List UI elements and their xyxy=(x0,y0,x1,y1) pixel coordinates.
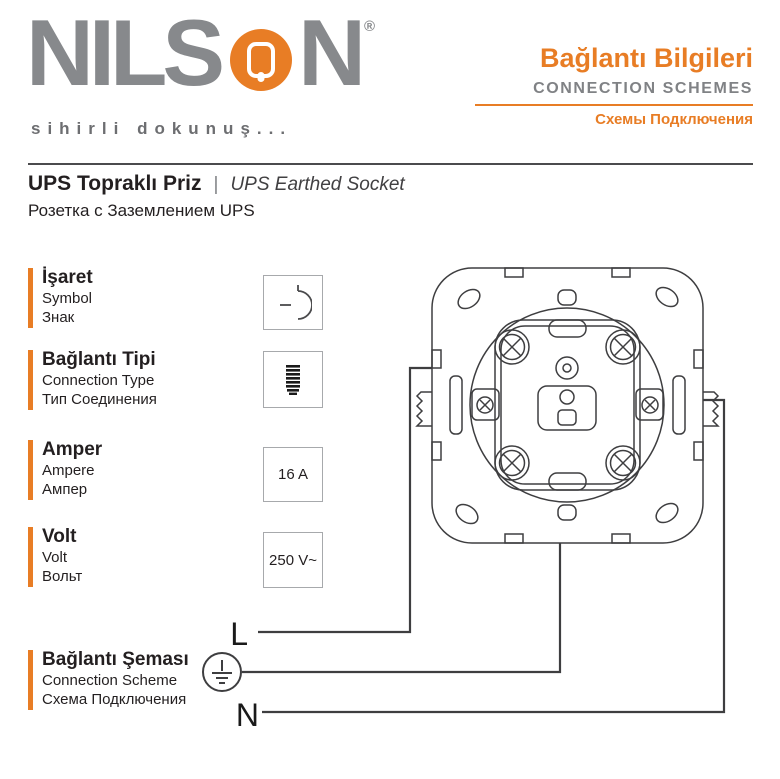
spec-row-ampere: Amper Ampere Ампер xyxy=(28,439,103,500)
logo-o-icon xyxy=(230,29,293,91)
screw-thread-icon xyxy=(286,364,300,395)
logo-text-left: NILS xyxy=(26,0,225,105)
orange-accent-bar xyxy=(28,440,33,500)
product-title: UPS Topraklı Priz | UPS Earthed Socket xyxy=(28,172,405,196)
spec-label-en: Volt xyxy=(42,548,68,566)
header-block: Bağlantı Bilgileri CONNECTION SCHEMES Сх… xyxy=(475,43,753,128)
live-label: L xyxy=(230,616,248,652)
spec-label-en: Symbol xyxy=(42,289,93,307)
spec-row-connection-type: Bağlantı Tipi Connection Type Тип Соедин… xyxy=(28,349,157,410)
orange-accent-bar xyxy=(28,527,33,587)
earth-wire xyxy=(242,543,562,674)
spec-label-ru: Ампер xyxy=(42,481,88,499)
header-accent-line xyxy=(475,103,753,106)
header-title-en: CONNECTION SCHEMES xyxy=(533,79,753,97)
spec-label-tr: Bağlantı Şeması xyxy=(42,649,189,670)
logo-text-right: N xyxy=(298,0,366,105)
spec-label-en: Ampere xyxy=(42,461,95,479)
orange-accent-bar xyxy=(28,650,33,710)
left-claw xyxy=(415,391,432,427)
registered-mark: ® xyxy=(364,18,376,35)
logo-switch-dot-icon xyxy=(257,72,265,82)
product-title-ru: Розетка с Заземлением UPS xyxy=(28,201,255,220)
header-title-tr: Bağlantı Bilgileri xyxy=(539,43,753,73)
spec-label-ru: Тип Соединения xyxy=(42,391,157,409)
ampere-value: 16 A xyxy=(277,466,309,483)
spec-label-tr: Volt xyxy=(42,526,77,547)
header-title-ru: Схемы Подключения xyxy=(595,110,753,128)
ampere-value-box: 16 A xyxy=(263,447,323,502)
nilson-logo: NILS N ® xyxy=(26,6,375,100)
spec-label-tr: Amper xyxy=(42,439,103,460)
product-title-en: UPS Earthed Socket xyxy=(230,174,405,195)
spec-row-connection-scheme: Bağlantı Şeması Connection Scheme Схема … xyxy=(28,649,189,710)
live-wire xyxy=(258,366,432,634)
logo-tagline: sihirli dokunuş... xyxy=(31,119,293,138)
spec-label-ru: Вольт xyxy=(42,568,83,586)
spec-label-en: Connection Scheme xyxy=(42,671,178,689)
product-title-tr: UPS Topraklı Priz xyxy=(28,172,202,195)
orange-accent-bar xyxy=(28,350,33,410)
earth-ground-icon xyxy=(202,652,242,692)
spec-label-ru: Схема Подключения xyxy=(42,691,187,709)
spec-label-tr: İşaret xyxy=(42,267,93,288)
spec-label-tr: Bağlantı Tipi xyxy=(42,349,156,370)
spec-label-ru: Знак xyxy=(42,309,75,327)
connection-type-value-box xyxy=(263,351,323,408)
volt-value-box: 250 V~ xyxy=(263,532,323,588)
neutral-wire xyxy=(262,398,726,714)
connection-scheme-diagram: L N xyxy=(202,267,726,733)
volt-value: 250 V~ xyxy=(269,551,317,569)
product-title-separator: | xyxy=(213,174,219,195)
symbol-value-box xyxy=(263,275,323,330)
orange-accent-bar xyxy=(28,268,33,328)
section-divider xyxy=(28,163,753,165)
wiring-lines xyxy=(242,366,726,714)
neutral-label: N xyxy=(236,697,259,733)
socket-symbol-icon xyxy=(280,284,312,320)
spec-row-volt: Volt Volt Вольт xyxy=(28,526,83,587)
right-claw xyxy=(703,391,720,427)
socket-mechanism-drawing xyxy=(415,267,720,544)
spec-row-symbol: İşaret Symbol Знак xyxy=(28,267,93,328)
spec-label-en: Connection Type xyxy=(42,371,155,389)
